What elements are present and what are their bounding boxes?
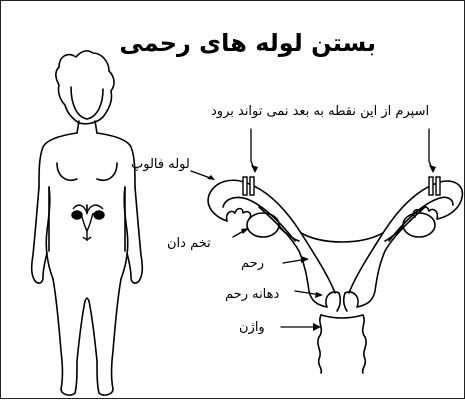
female-body-outline [32, 51, 143, 395]
reproductive-system-drawing [208, 180, 462, 373]
ovary-label: تخم دان [167, 237, 211, 250]
uterus-label: رحم [241, 257, 264, 270]
vagina-label: واژن [239, 321, 265, 334]
ligation-clips [243, 177, 440, 195]
sperm-blocked-label: اسپرم از این نقطه به بعد نمی تواند برود [211, 105, 429, 118]
diagram-title: بستن لوله های رحمی [121, 31, 376, 55]
fallopian-tube-label: لوله فالوپ [131, 158, 190, 171]
cervix-label: دهانه رحم [225, 288, 279, 301]
body-uterus-icon [72, 205, 104, 241]
